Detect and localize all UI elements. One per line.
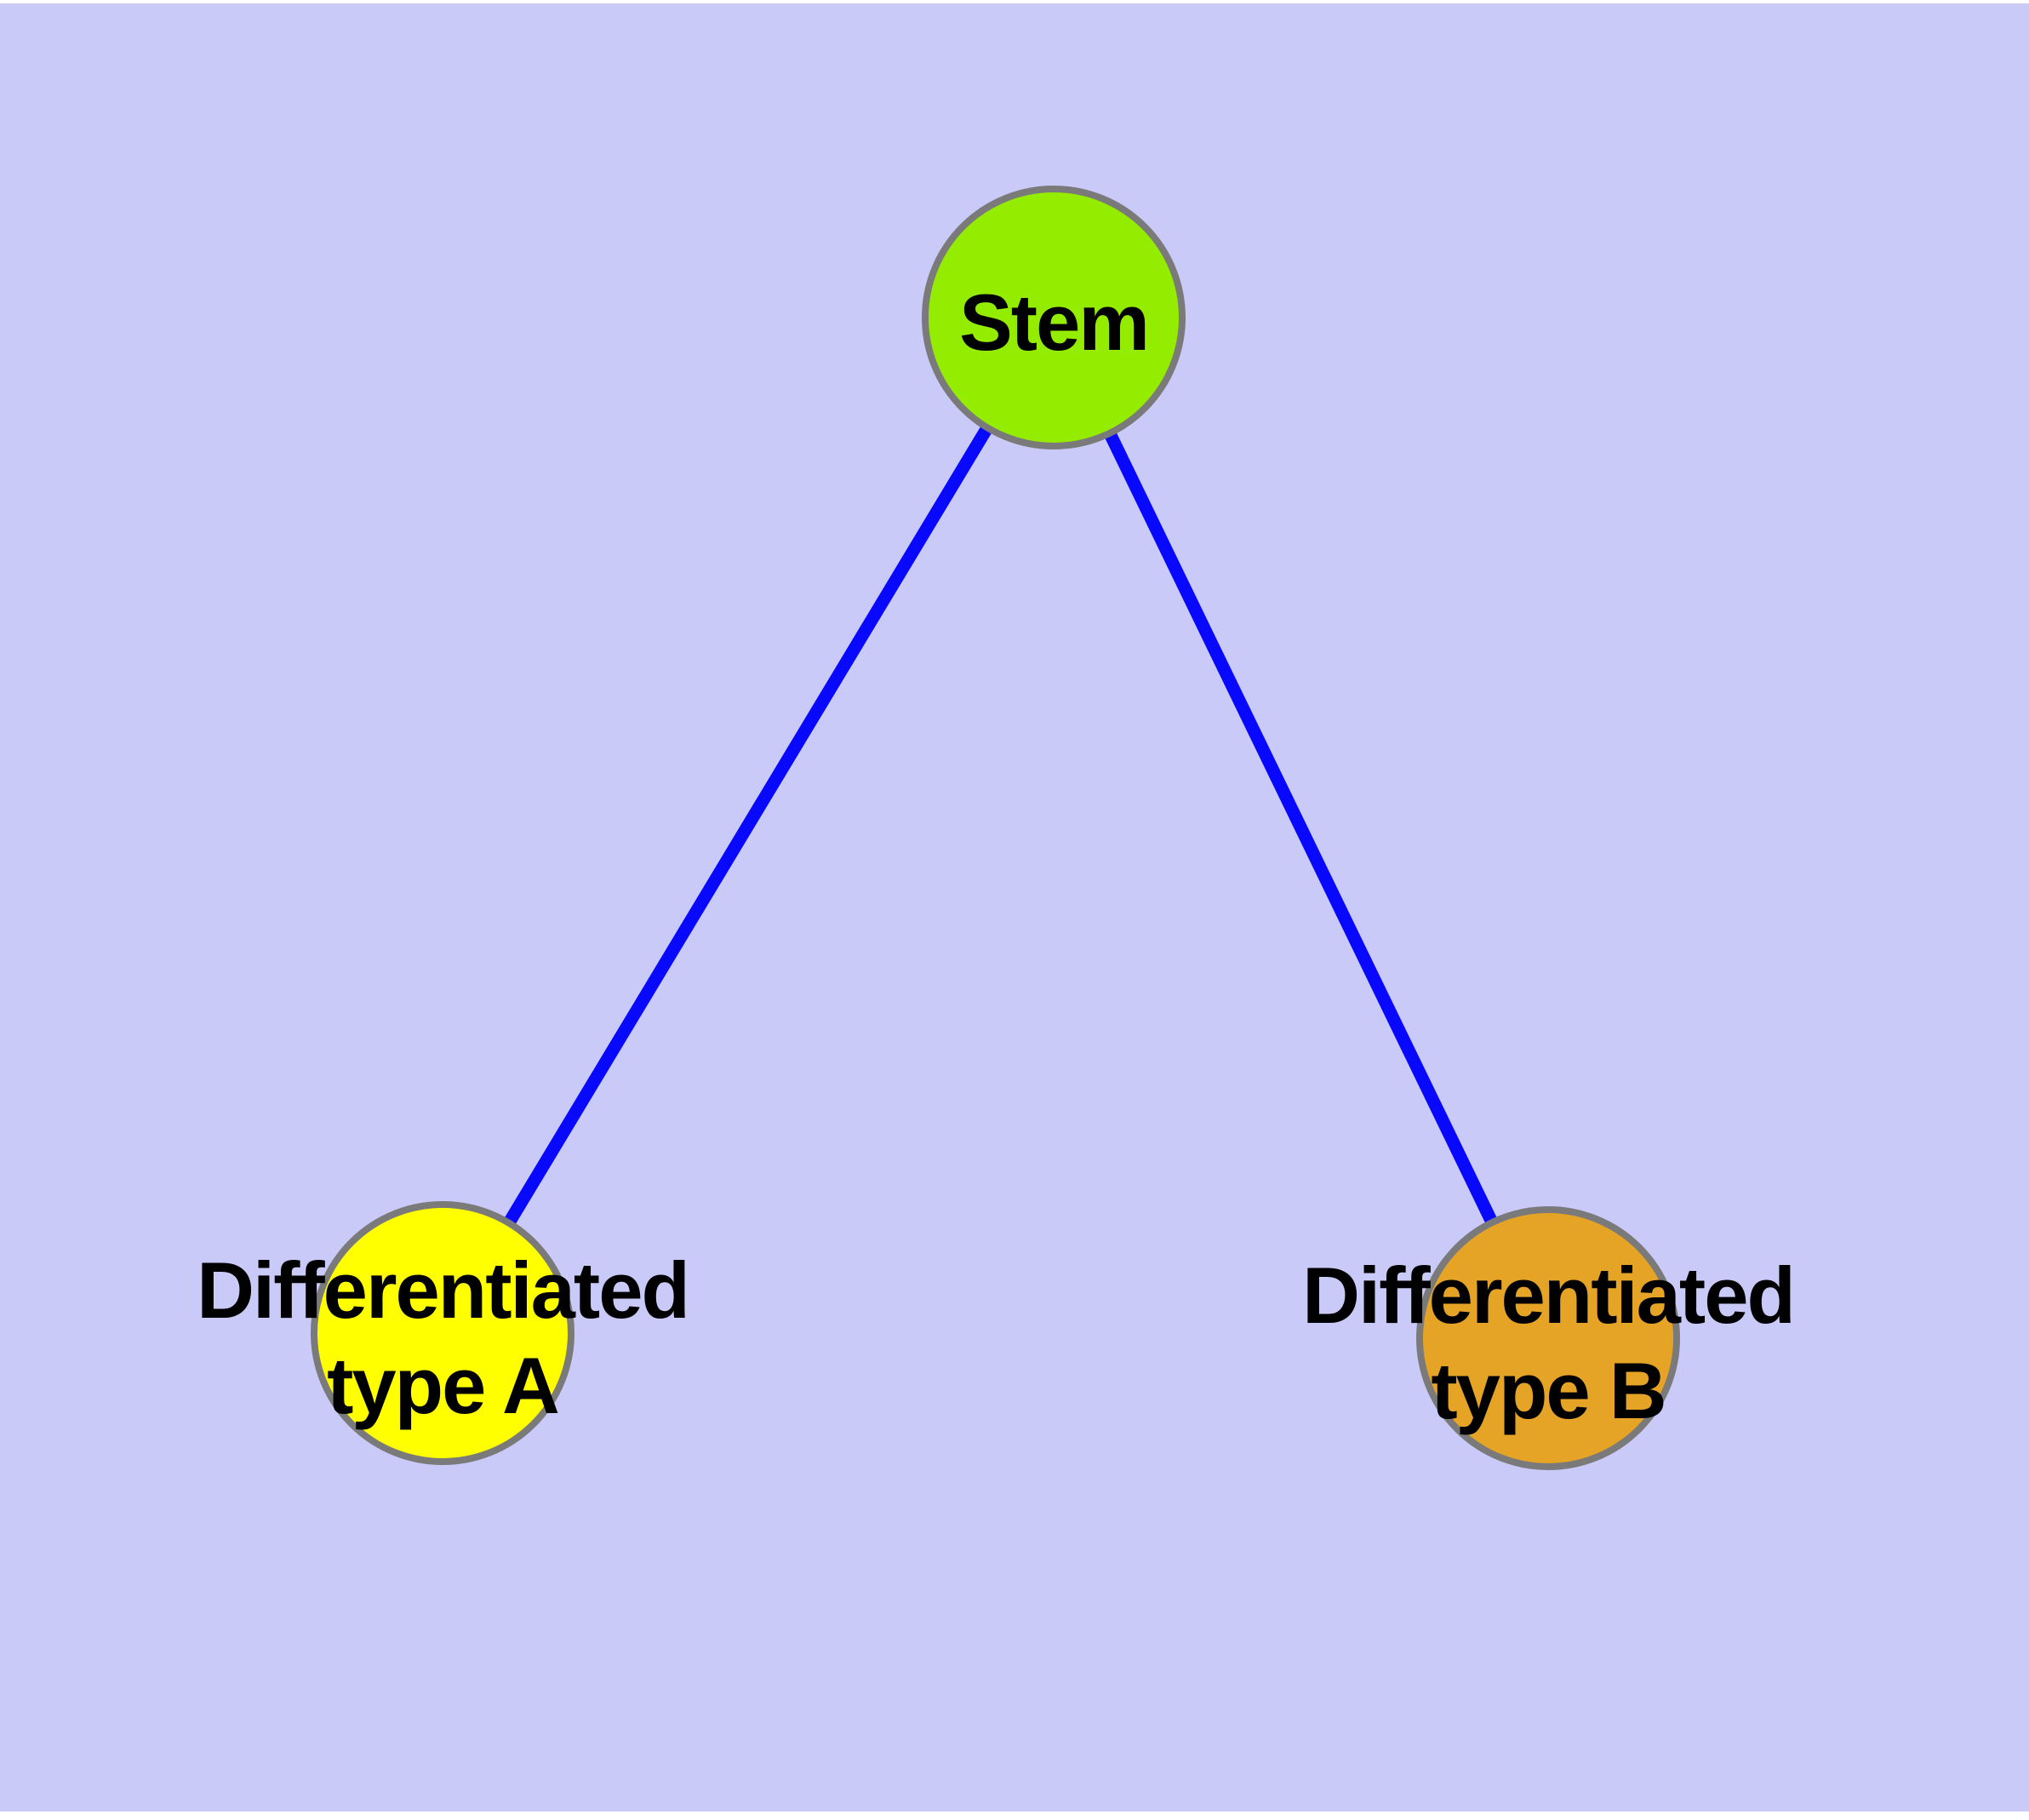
node-stem [922, 186, 1186, 449]
nodes-layer [311, 186, 1680, 1470]
bottom-margin-strip [0, 1811, 2029, 1820]
edge-stem-to-differentiated-type-b [1048, 314, 1554, 1342]
edges-layer [437, 314, 1554, 1342]
node-differentiated-type-b [1416, 1206, 1680, 1470]
edge-stem-to-differentiated-type-a [437, 314, 1060, 1336]
node-label-stem: Stem [959, 278, 1148, 367]
top-margin-strip [0, 0, 2029, 3]
node-differentiated-type-a [311, 1201, 574, 1465]
